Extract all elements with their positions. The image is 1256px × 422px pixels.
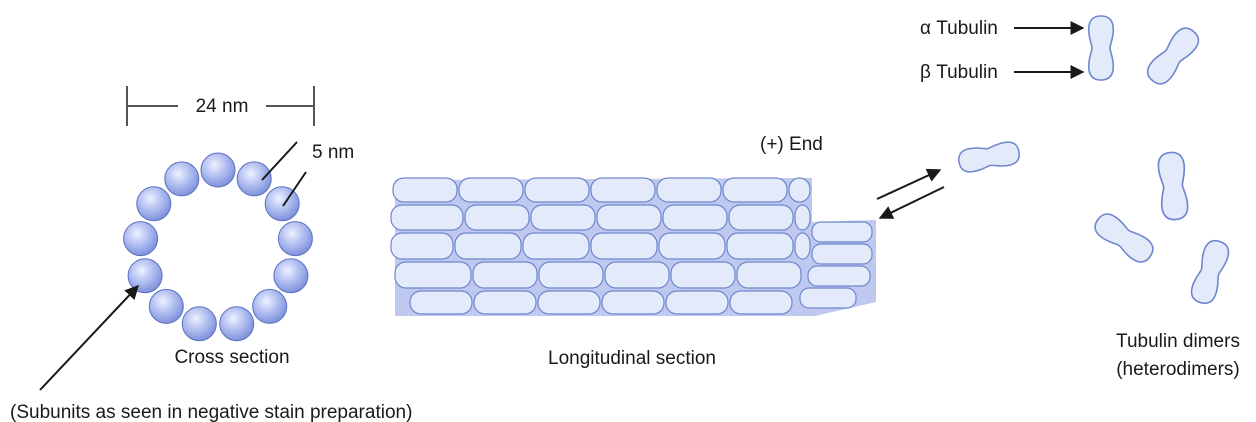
tubulin-subunit [264, 186, 300, 222]
alpha-tubulin-label: α Tubulin [920, 18, 998, 39]
longitudinal-section: Longitudinal section (+) End [390, 134, 945, 369]
plus-end-subunit [811, 243, 873, 265]
lattice-subunit [604, 261, 670, 289]
tubulin-dimer [1146, 27, 1200, 85]
plus-end-subunit [807, 265, 871, 287]
lattice-subunit [538, 261, 604, 289]
subunit-pointer-arrow [39, 284, 139, 391]
tubulin-dimers: α Tubulin β Tubulin Tubulin dimers (hete… [920, 15, 1240, 380]
tubulin-subunit [164, 161, 200, 197]
lattice-subunit [662, 204, 728, 231]
disassembly-arrow [878, 186, 945, 219]
tubulin-subunit [252, 288, 288, 324]
lattice-subunit [473, 290, 537, 315]
lattice-subunit [596, 204, 662, 231]
leader-5nm-a [261, 141, 298, 181]
subunits-note: (Subunits as seen in negative stain prep… [10, 402, 412, 422]
lattice-subunit [794, 232, 811, 260]
tubulin-dimer [1157, 151, 1189, 221]
lattice-subunit [454, 232, 522, 260]
lattice-subunit [530, 204, 596, 231]
protofilament-lattice [390, 177, 876, 316]
scale-label-5nm: 5 nm [312, 142, 354, 163]
lattice-subunit [464, 204, 530, 231]
tubulin-subunit [200, 152, 236, 188]
lattice-subunit [658, 232, 726, 260]
lattice-subunit [590, 232, 658, 260]
lattice-subunit [726, 232, 794, 260]
lattice-subunit [537, 290, 601, 315]
tubulin-subunit [148, 288, 184, 324]
lattice-subunit [656, 177, 722, 203]
lattice-subunit [794, 204, 811, 231]
tubulin-subunit [136, 186, 172, 222]
subunit-ring [123, 152, 313, 342]
lattice-subunit [722, 177, 788, 203]
tubulin-subunit [273, 258, 309, 294]
tubulin-dimer [958, 141, 1020, 173]
lattice-subunit [601, 290, 665, 315]
tubulin-dimer [1094, 213, 1154, 263]
lattice-subunit [665, 290, 729, 315]
lattice-subunit [394, 261, 472, 289]
lattice-subunit [524, 177, 590, 203]
lattice-subunit [390, 232, 454, 260]
tubulin-dimers-label: Tubulin dimers [1116, 331, 1240, 352]
dimer-shapes [958, 15, 1230, 305]
lattice-subunit [728, 204, 794, 231]
plus-end-label: (+) End [760, 134, 823, 155]
tubulin-subunit [181, 306, 217, 342]
lattice-subunit [458, 177, 524, 203]
tubulin-subunit [219, 306, 255, 342]
lattice-subunit [736, 261, 802, 289]
beta-tubulin-label: β Tubulin [920, 62, 998, 83]
tubulin-dimer [1190, 239, 1230, 305]
lattice-subunit [409, 290, 473, 315]
lattice-subunit [472, 261, 538, 289]
tubulin-subunit [236, 161, 272, 197]
tubulin-dimer [1087, 15, 1115, 81]
tubulin-subunit [277, 221, 313, 257]
cross-section: 24 nm 5 nm Cross section (Subunits as se… [10, 86, 412, 422]
tubulin-subunit [127, 258, 163, 294]
lattice-subunit [522, 232, 590, 260]
lattice-subunit [392, 177, 458, 203]
tubulin-subunit [123, 221, 159, 257]
lattice-subunit [729, 290, 793, 315]
leader-5nm-b [282, 171, 307, 207]
assembly-arrow [876, 168, 942, 200]
lattice-subunit [788, 177, 811, 203]
scale-label-24nm: 24 nm [196, 96, 249, 117]
plus-end-subunit [799, 287, 857, 309]
cross-section-label: Cross section [174, 347, 289, 368]
longitudinal-section-label: Longitudinal section [548, 348, 716, 369]
lattice-subunit [390, 204, 464, 231]
lattice-subunit [670, 261, 736, 289]
plus-end-subunit [811, 221, 873, 243]
scale-bar-24nm: 24 nm [126, 86, 315, 126]
lattice-subunit [590, 177, 656, 203]
heterodimers-label: (heterodimers) [1116, 359, 1240, 380]
